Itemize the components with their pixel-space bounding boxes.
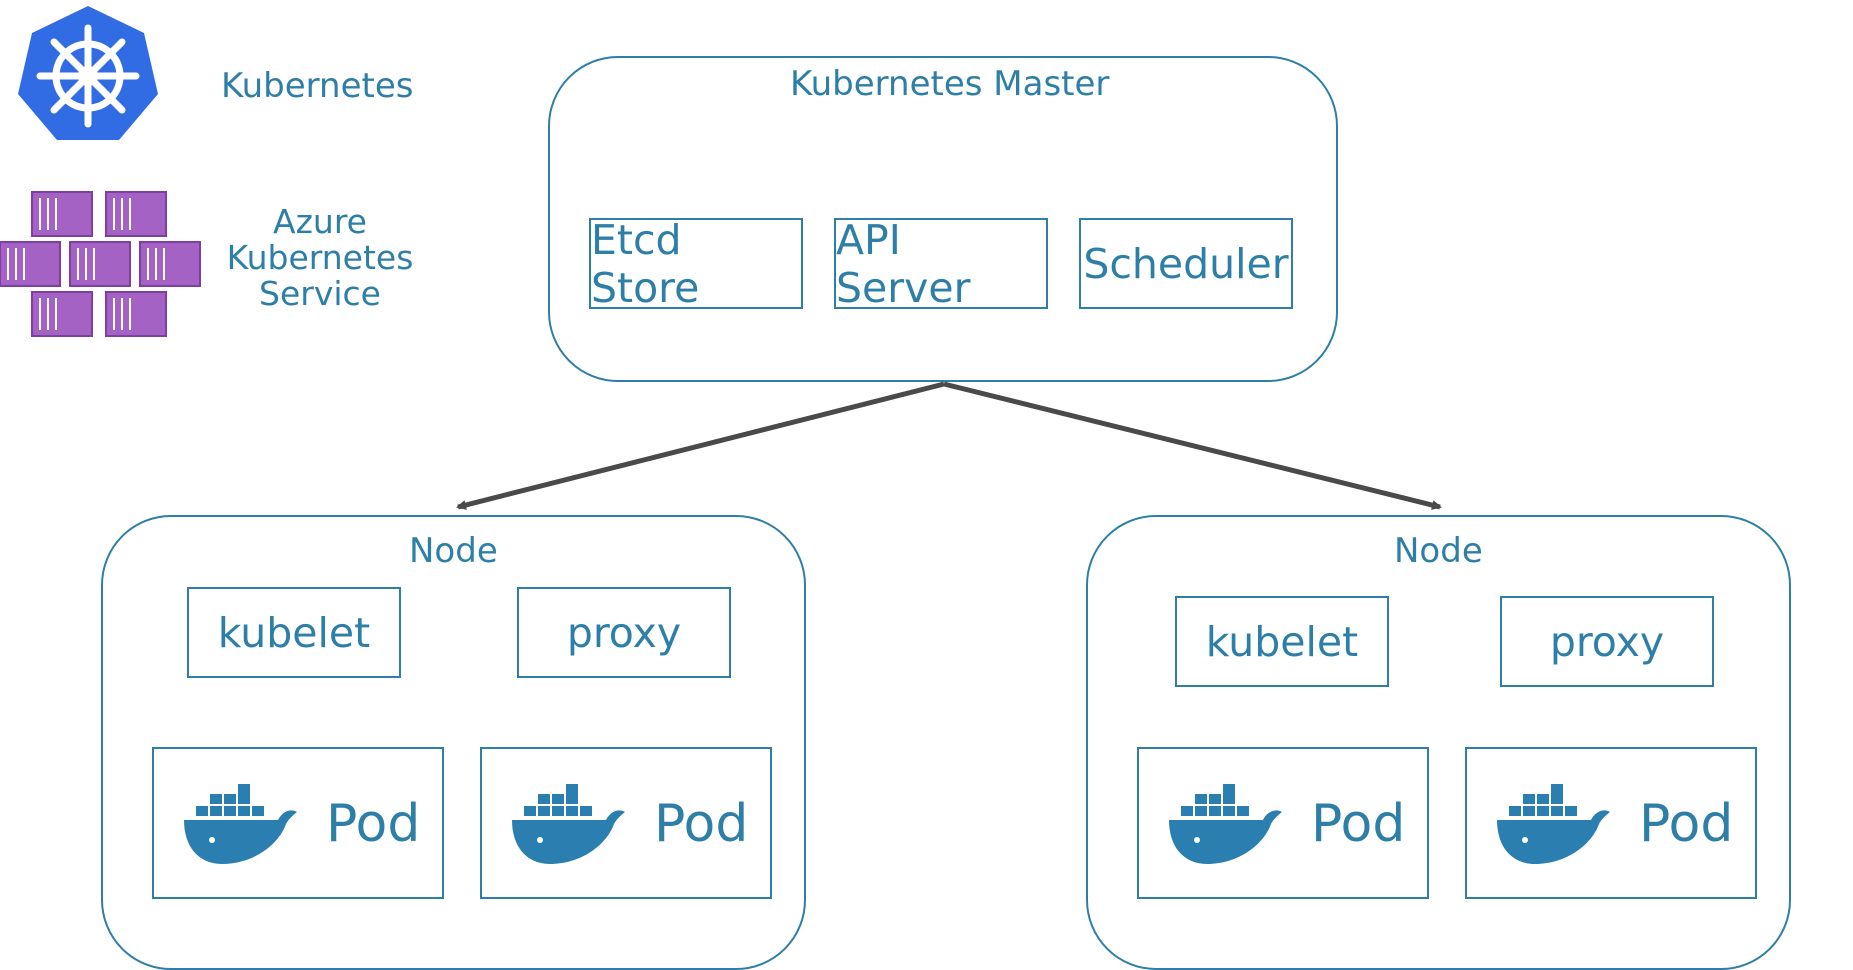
pod-label: Pod [1639,794,1734,854]
kubernetes-master-box: Kubernetes Master Etcd Store API Server … [548,56,1338,382]
docker-whale-icon [184,784,297,864]
pod-label: Pod [1311,794,1406,854]
proxy-box: proxy [517,587,731,678]
etcd-store-box: Etcd Store [589,216,803,312]
proxy-box: proxy [1500,596,1714,687]
node-box: Node kubelet proxy Pod Pod [101,515,806,970]
aks-label-line: Azure [273,202,367,241]
aks-label-line: Kubernetes [226,238,414,277]
kubelet-box: kubelet [1175,596,1389,687]
aks-label: Azure Kubernetes Service [225,204,415,312]
docker-whale-icon [1497,784,1610,864]
arrow-to-node-right [943,381,1442,510]
docker-whale-icon [1169,784,1282,864]
aks-label-line: Service [259,274,381,313]
scheduler-box: Scheduler [1079,218,1293,309]
node-title: Node [1394,531,1483,571]
pod-box: Pod [480,747,772,899]
node-title: Node [409,531,498,571]
node-box: Node kubelet proxy Pod Pod [1086,515,1791,970]
pod-label: Pod [654,794,749,854]
pod-box: Pod [1137,747,1429,899]
arrow-to-node-left [456,381,945,510]
api-server-box: API Server [834,216,1048,312]
master-title: Kubernetes Master [790,64,1110,104]
pod-box: Pod [1465,747,1757,899]
pod-label: Pod [326,794,421,854]
aks-logo-icon [0,191,201,337]
kubernetes-logo-icon [18,6,158,140]
kubelet-box: kubelet [187,587,401,678]
docker-whale-icon [512,784,625,864]
pod-box: Pod [152,747,444,899]
kubernetes-label: Kubernetes [221,66,414,106]
